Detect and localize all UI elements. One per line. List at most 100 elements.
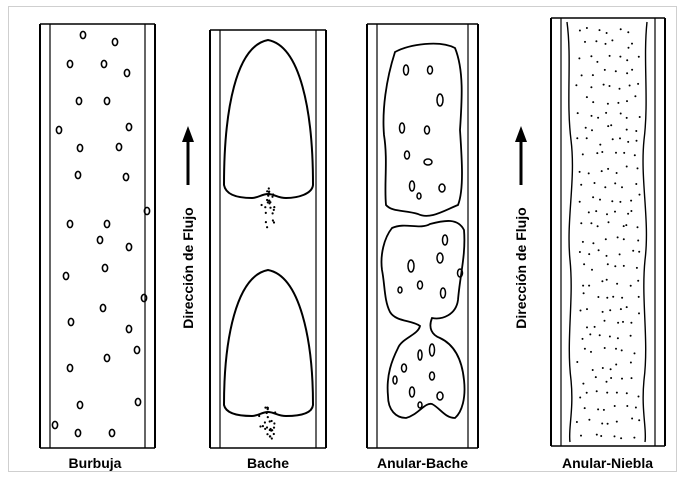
mist-droplet [602,311,604,313]
mist-droplet [594,182,596,184]
mist-droplet [607,423,609,425]
mist-droplet [635,407,637,409]
mist-droplet [586,96,588,98]
mist-droplet [626,72,628,74]
mist-droplet [605,43,607,45]
mist-droplet [627,213,629,215]
wake-dot [265,212,267,214]
mist-droplet [579,30,581,32]
wake-dot [269,201,271,203]
mist-droplet [582,241,584,243]
dispersed-bubble [424,159,432,165]
wake-dot [267,407,269,409]
mist-droplet [579,251,581,253]
mist-droplet [580,310,582,312]
mist-droplet [634,154,636,156]
mist-droplet [635,183,637,185]
gas-bubble [100,304,105,311]
gas-core-lower [381,221,464,418]
mist-droplet [596,152,598,154]
gas-bubble [134,346,139,353]
mist-droplet [626,100,628,102]
mist-droplet [637,83,639,85]
mist-droplet [588,253,590,255]
mist-droplet [609,85,611,87]
wake-dot [264,407,266,409]
mist-droplet [590,55,592,57]
mist-droplet [590,351,592,353]
mist-droplet [605,238,607,240]
mist-droplet [615,152,617,154]
mist-droplet [629,85,631,87]
wake-dot [274,411,276,413]
wake-dot [272,212,274,214]
mist-droplet [611,200,613,202]
mist-droplet [638,296,640,298]
mist-droplet [614,265,616,267]
liquid-film-left [567,22,572,442]
mist-droplet [595,40,597,42]
mist-droplet [601,170,603,172]
wake-dot [267,194,269,196]
mist-droplet [579,397,581,399]
gas-bubble [52,421,57,428]
taylor-bubble-lower [224,270,313,416]
flow-arrow-right [515,126,527,185]
wake-dot [273,221,275,223]
gas-bubble [126,123,131,130]
dispersed-bubble [430,372,435,380]
mist-droplet [623,152,625,154]
dispersed-bubbles [393,65,463,408]
mist-droplet [582,153,584,155]
mist-droplet [591,115,593,117]
mist-droplet [576,361,578,363]
mist-droplet [637,167,639,169]
mist-droplet [619,137,621,139]
gas-bubble [102,264,107,271]
mist-droplet [626,129,628,131]
mist-droplet [584,348,586,350]
mist-droplet [633,437,635,439]
mist-droplet [596,434,598,436]
mist-droplet [630,200,632,202]
wake-dot [264,428,266,430]
mist-droplet [577,112,579,114]
mist-droplet [606,32,608,34]
gas-bubble [112,38,117,45]
dispersed-bubble [418,350,422,360]
mist-droplet [608,221,610,223]
label-slug: Bache [218,455,318,471]
mist-droplet [617,337,619,339]
mist-droplet [585,127,587,129]
mist-droplet [626,405,628,407]
mist-droplet [599,334,601,336]
mist-droplet [579,171,581,173]
mist-droplet [584,407,586,409]
gas-bubble [124,69,129,76]
mist-droplet [597,225,599,227]
mist-droplet [603,409,605,411]
mist-droplet [637,280,639,282]
dispersed-bubble [402,364,407,372]
mist-droplet [588,285,590,287]
mist-droplet [597,296,599,298]
mist-droplet [600,435,602,437]
mist-droplet [634,95,636,97]
wake-dot [266,199,268,201]
mist-droplet [601,151,603,153]
mist-droplet [589,333,591,335]
mist-droplet [591,129,593,131]
wake-dot [267,201,269,203]
mist-droplet [619,201,621,203]
mist-droplet [609,309,611,311]
wake-dot [258,415,260,417]
dispersed-bubble [443,235,448,245]
mist-droplet [636,267,638,269]
flow-direction-label-right: Dirección de Flujo [513,188,529,348]
mist-droplet [582,338,584,340]
mist-droplet [626,59,628,61]
dispersed-bubble [410,387,415,397]
mist-droplet [599,199,601,201]
mist-droplet [628,47,630,49]
mist-droplet [612,138,614,140]
